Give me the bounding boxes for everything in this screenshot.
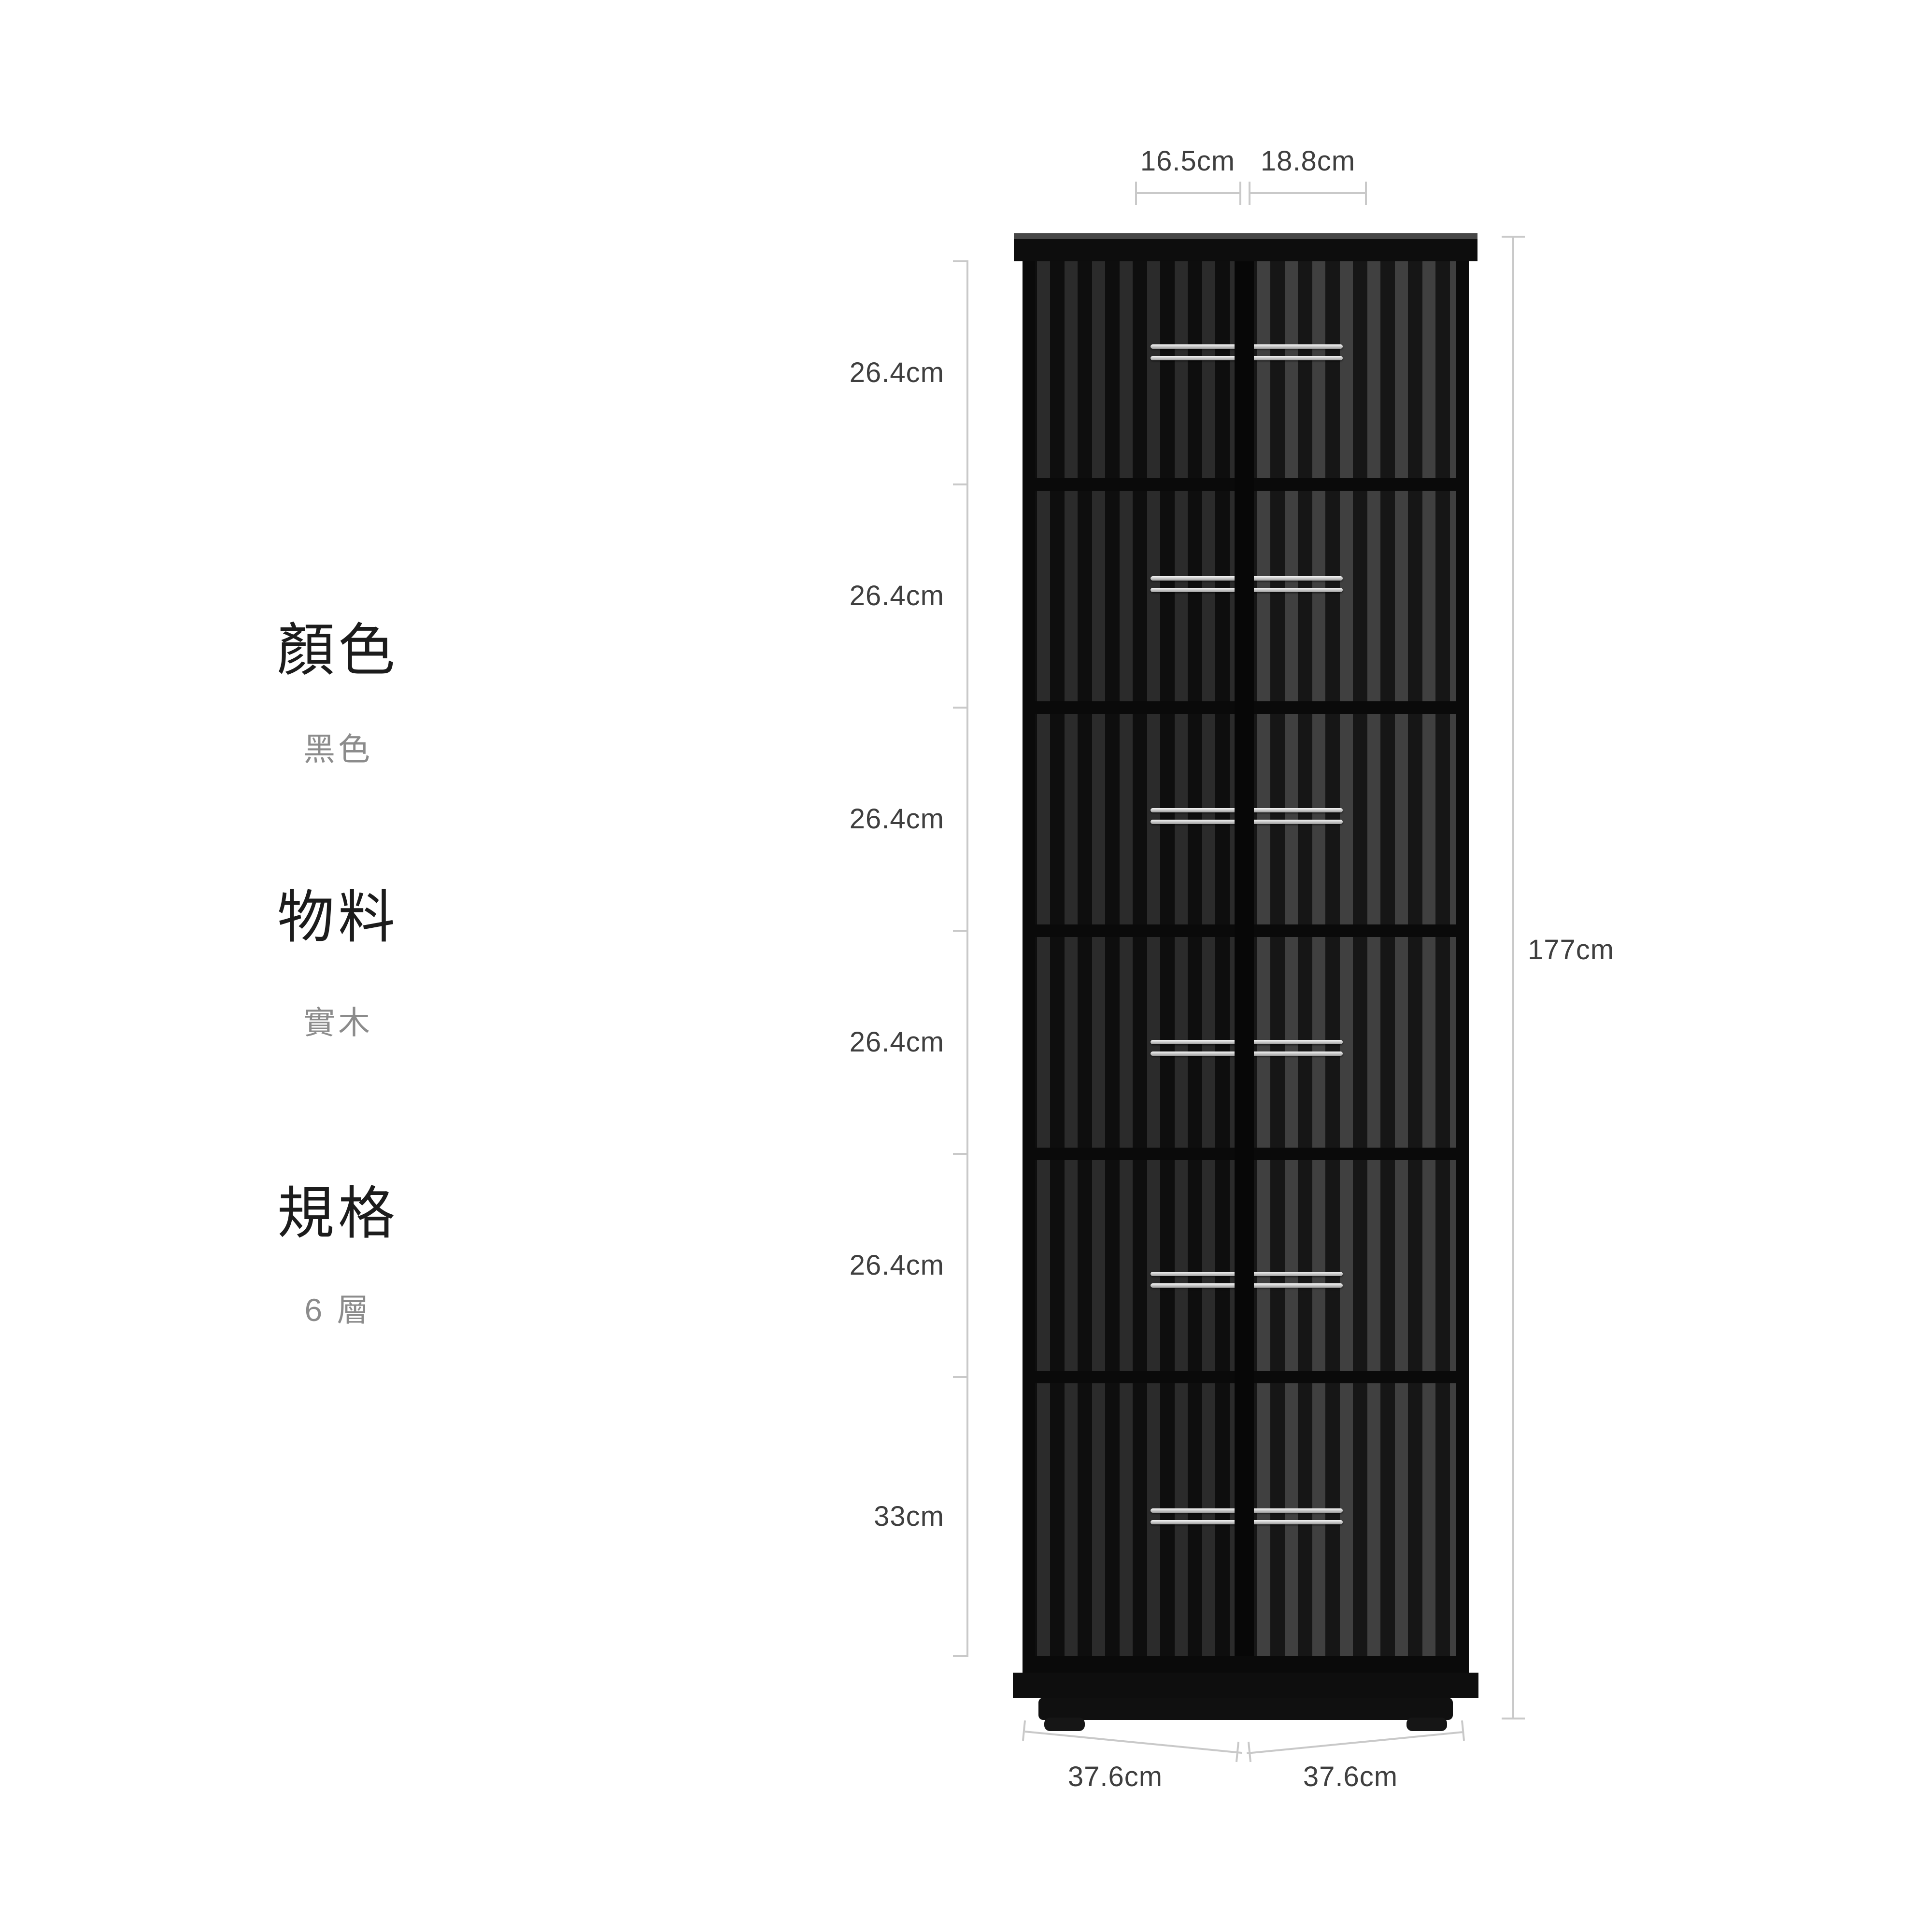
dimension-tick: [1239, 182, 1241, 205]
tier-height-label: 26.4cm: [849, 357, 944, 388]
base-width-label: 37.6cm: [1303, 1761, 1398, 1792]
shelf-foot-left: [1044, 1718, 1085, 1731]
dimension-tick: [1249, 182, 1250, 205]
total-height-line: [1512, 237, 1514, 1719]
spec-color-value: 黑色: [303, 731, 373, 767]
dimension-tick: [1502, 1718, 1525, 1719]
dimension-tick: [953, 1153, 968, 1155]
spec-material-value: 實木: [303, 1005, 373, 1040]
shelf-left-face-shade: [1023, 261, 1244, 1656]
rotating-base: [1038, 1698, 1453, 1720]
dimension-tick: [1365, 182, 1367, 205]
dimension-tick: [953, 930, 968, 932]
tier-height-label: 26.4cm: [849, 580, 944, 611]
dimension-tick: [953, 1376, 968, 1378]
tier-height-label: 26.4cm: [849, 1026, 944, 1058]
shelf-plinth: [1013, 1673, 1478, 1698]
tier-height-label: 26.4cm: [849, 1250, 944, 1281]
tier-height-label: 26.4cm: [849, 803, 944, 835]
total-height-label: 177cm: [1528, 934, 1615, 966]
dimension-tick: [953, 483, 968, 485]
spec-size-value: 6 層: [304, 1292, 372, 1328]
spec-color-title: 顏色: [277, 619, 399, 682]
top-dimension-line-left: [1135, 192, 1241, 194]
corner-post-front: [1235, 251, 1254, 1667]
base-depth-label: 37.6cm: [1067, 1761, 1163, 1792]
dimension-tick: [953, 1655, 968, 1657]
dimension-tick: [953, 707, 968, 709]
corner-post-left: [1023, 261, 1035, 1656]
spec-material-title: 物料: [277, 886, 399, 950]
dimension-tick: [1135, 182, 1137, 205]
shelf-top-cap: [1014, 233, 1477, 261]
shelf-bottom-band: [1023, 1656, 1469, 1673]
tier-height-label: 33cm: [874, 1501, 944, 1532]
top-dimension-line-right: [1249, 192, 1367, 194]
shelf-foot-right: [1406, 1718, 1447, 1731]
top-width-right-label: 18.8cm: [1260, 145, 1356, 177]
tier-dimension-line: [966, 261, 968, 1656]
dimension-tick: [1502, 236, 1525, 238]
corner-post-right: [1456, 261, 1469, 1656]
top-width-left-label: 16.5cm: [1140, 145, 1236, 177]
dimension-tick: [953, 260, 968, 262]
spec-size-title: 規格: [277, 1182, 399, 1246]
